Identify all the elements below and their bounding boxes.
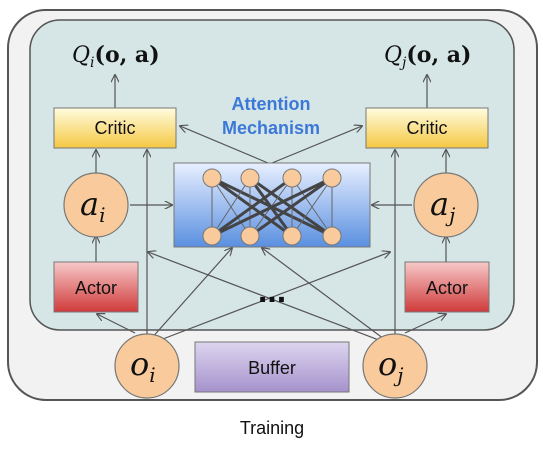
actor-left-box <box>53 261 139 313</box>
attention-label-line2: Mechanism <box>222 118 320 138</box>
observation-right-node <box>362 333 428 399</box>
attention-edge <box>211 176 293 238</box>
attention-neuron <box>282 226 302 246</box>
attention-edge <box>211 176 333 238</box>
attention-network-nodes <box>202 168 342 246</box>
attention-neuron <box>202 168 222 188</box>
attention-neuron <box>322 168 342 188</box>
action-left-label: ai <box>80 185 105 227</box>
arrow-obs-left-to-actor <box>97 314 136 334</box>
observation-left-label: oi <box>130 345 156 387</box>
arrow-obs-left-to-attention-b <box>154 252 390 343</box>
arrow-obs-right-to-actor <box>404 314 446 334</box>
action-right-label: aj <box>430 185 455 227</box>
arrow-attention-to-critic-right <box>271 126 362 164</box>
attention-neuron <box>202 226 222 246</box>
training-caption: Training <box>240 418 304 438</box>
critic-left-box <box>53 107 177 149</box>
attention-edge <box>291 177 333 237</box>
action-left-node <box>63 172 129 238</box>
critic-right-label: Critic <box>407 118 448 138</box>
attention-neuron <box>282 168 302 188</box>
actor-left-label: Actor <box>75 278 117 298</box>
action-right-node <box>413 172 479 238</box>
actor-right-box <box>404 261 490 313</box>
arrow-obs-left-to-attention-a <box>149 248 232 341</box>
attention-neuron <box>322 226 342 246</box>
more-agents-ellipsis: ... <box>258 272 286 310</box>
actor-right-label: Actor <box>426 278 468 298</box>
attention-label-line1: Attention <box>232 94 311 114</box>
replay-buffer-box <box>194 341 350 393</box>
replay-buffer-label: Buffer <box>248 358 296 378</box>
q-value-left: Qi(o, a) <box>72 42 160 71</box>
observation-right-label: oj <box>378 345 403 387</box>
attention-neuron <box>240 168 260 188</box>
q-value-right: Qj(o, a) <box>384 42 471 71</box>
arrow-obs-right-to-attention-a <box>262 248 389 343</box>
attention-edge <box>249 176 333 238</box>
attention-edge <box>211 177 251 237</box>
attention-network-edges <box>211 176 333 238</box>
arrow-obs-right-to-attention-b <box>148 252 385 343</box>
attention-neuron <box>240 226 260 246</box>
observation-left-node <box>114 333 180 399</box>
arrow-attention-to-critic-left <box>180 126 269 164</box>
critic-left-label: Critic <box>95 118 136 138</box>
critic-right-box <box>365 107 489 149</box>
